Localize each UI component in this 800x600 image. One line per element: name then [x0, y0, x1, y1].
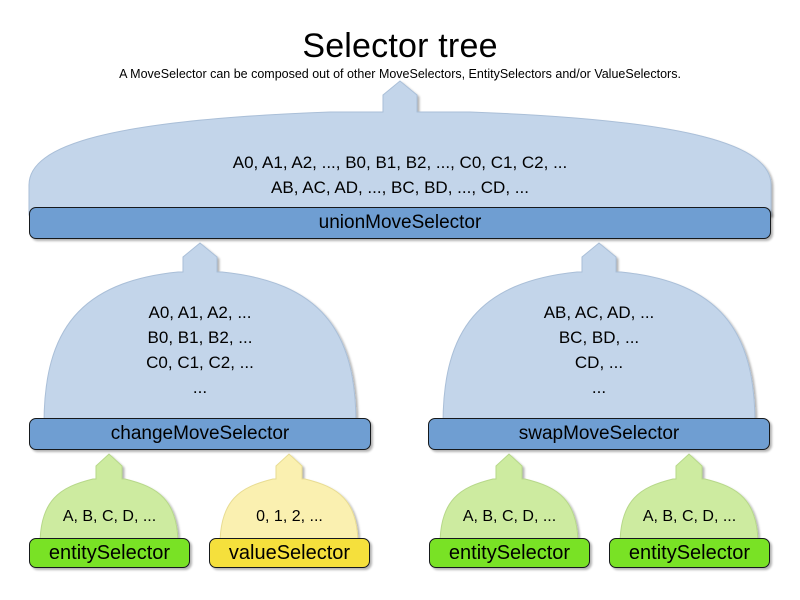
node-entity-selector-2[interactable]: entitySelector — [429, 538, 590, 568]
node-label: swapMoveSelector — [518, 423, 680, 444]
node-label: entitySelector — [48, 542, 171, 564]
leaf-bubble-shape-1 — [219, 453, 359, 546]
node-label: changeMoveSelector — [110, 423, 290, 444]
node-entity-selector-0[interactable]: entitySelector — [29, 538, 190, 568]
node-entity-selector-3[interactable]: entitySelector — [609, 538, 770, 568]
leaf-bubble-shape-2 — [439, 453, 579, 546]
leaf-bubble-shape-0 — [39, 453, 179, 546]
node-change-move-selector[interactable]: changeMoveSelector — [29, 418, 371, 450]
change-bubble-shape — [43, 242, 357, 425]
leaf-bubble-shape-3 — [619, 453, 759, 546]
node-label: entitySelector — [628, 542, 751, 564]
union-bubble-shape — [28, 80, 772, 216]
node-label: valueSelector — [228, 542, 351, 564]
page-subtitle: A MoveSelector can be composed out of ot… — [119, 67, 681, 81]
node-label: unionMoveSelector — [318, 212, 482, 233]
node-value-selector-1[interactable]: valueSelector — [209, 538, 370, 568]
node-swap-move-selector[interactable]: swapMoveSelector — [428, 418, 770, 450]
node-label: entitySelector — [448, 542, 571, 564]
node-union-move-selector[interactable]: unionMoveSelector — [29, 207, 771, 239]
page-title: Selector tree — [302, 27, 498, 65]
swap-bubble-shape — [442, 242, 756, 425]
